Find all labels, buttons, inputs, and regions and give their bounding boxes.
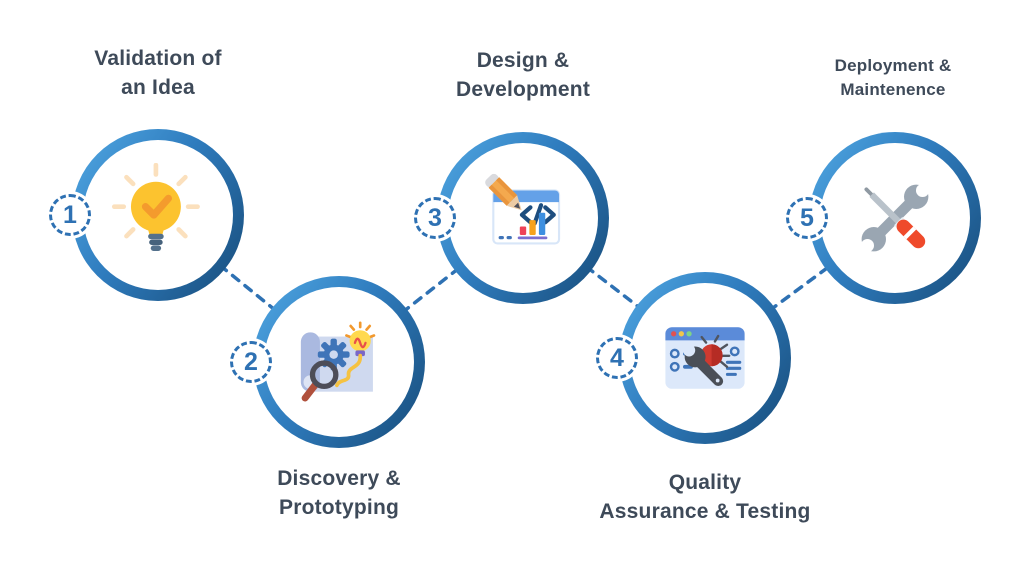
idea-lightbulb-icon (111, 163, 200, 251)
step-5-icon-area (820, 143, 970, 293)
step-4-badge-dashed-ring (596, 337, 638, 379)
step-5-number: 5 (800, 203, 814, 232)
step-5-circle: 5 (783, 132, 981, 304)
step-2-label-line2: Prototyping (278, 496, 400, 519)
step-1-icon-area (83, 140, 233, 290)
step-3-label: Design & Development (413, 46, 633, 104)
step-4-label: Quality Assurance & Testing (575, 468, 835, 526)
step-3-label-line2: Development (455, 78, 591, 101)
step-2-label-line1: Discovery & (277, 467, 401, 490)
step-2-number: 2 (244, 347, 258, 376)
lightbulb-rays (111, 163, 200, 239)
blueprint-gear-magnifier-icon (300, 321, 376, 402)
step-3-icon-area (448, 143, 598, 293)
step-1-label: Validation of an Idea (48, 44, 268, 102)
step-5-number-badge: 5 (783, 194, 831, 242)
step-4-circle: 4 (593, 272, 791, 444)
step-5-label-line1: Deployment & (834, 56, 952, 75)
pencil (485, 173, 522, 211)
step-1-circle: 1 (46, 129, 244, 301)
dashed-text-lines (498, 236, 512, 240)
step-4-label-line2: Assurance & Testing (599, 500, 811, 523)
step-4-number-badge: 4 (593, 334, 641, 382)
step-1-number: 1 (63, 200, 77, 229)
step-2-circle: 2 (227, 276, 425, 448)
screwdriver (864, 187, 926, 249)
step-3-circle: 3 (411, 132, 609, 304)
bug (700, 334, 731, 369)
magnifier (301, 360, 339, 402)
bar-chart (517, 212, 548, 240)
step-2-icon-area (264, 287, 414, 437)
step-1-number-badge: 1 (46, 191, 94, 239)
step-5-label: Deployment & Maintenence (780, 54, 1006, 102)
step-4-label-line1: Quality (668, 471, 742, 494)
small-lightbulb (335, 321, 376, 388)
pencil-code-chart-window-icon (485, 173, 561, 245)
step-1-label-line1: Validation of (94, 47, 222, 70)
step-3-number: 3 (428, 203, 442, 232)
wrench (682, 344, 724, 387)
code-symbol (519, 203, 556, 226)
step-2-number-badge: 2 (227, 338, 275, 386)
step-5-label-line2: Maintenence (840, 80, 946, 99)
step-4-number: 4 (610, 343, 624, 372)
wrench-screwdriver-icon (860, 183, 930, 253)
step-4-icon-area (630, 283, 780, 433)
checklist-right (725, 346, 742, 376)
step-3-label-line1: Design & (476, 49, 570, 72)
step-1-label-line2: an Idea (121, 76, 195, 99)
step-5-badge-dashed-ring (786, 197, 828, 239)
step-2-badge-dashed-ring (230, 341, 272, 383)
step-3-badge-dashed-ring (414, 197, 456, 239)
step-1-badge-dashed-ring (49, 194, 91, 236)
step-3-number-badge: 3 (411, 194, 459, 242)
step-2-label: Discovery & Prototyping (229, 464, 449, 522)
bug-wrench-browser-icon (665, 327, 745, 389)
